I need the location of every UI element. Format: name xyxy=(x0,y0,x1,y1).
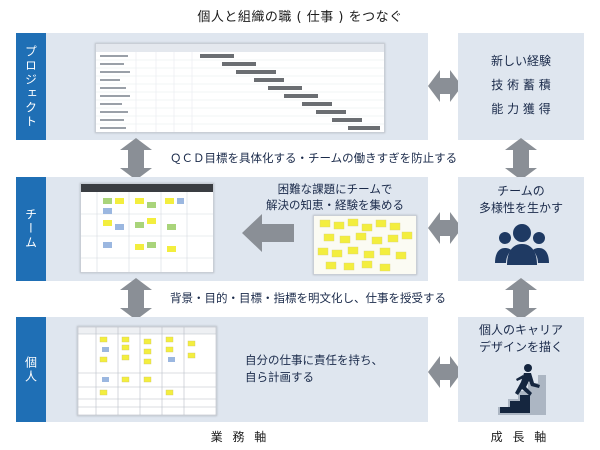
individual-center-line-2: 自ら計画する xyxy=(245,370,314,384)
sticky-notes-graphic xyxy=(317,218,413,272)
diagram-title: 個人と組織の職 ( 仕事 ) をつなぐ xyxy=(197,10,403,25)
team-center-line-2: 解決の知恵・経験を集める xyxy=(266,198,404,212)
project-label: プロジェクト xyxy=(16,33,46,140)
growth-skill-acquisition: 能 力 獲 得 xyxy=(491,102,551,116)
team-growth-double-arrow xyxy=(428,212,462,244)
sticky-notes-thumbnail xyxy=(313,215,417,275)
team-individual-connector-text: 背景・目的・目標・指標を明文化し、仕事を授受する xyxy=(170,291,446,305)
individual-label-text: 個人 xyxy=(23,355,38,384)
team-center-line-1: 困難な課題にチームで xyxy=(277,182,393,196)
project-team-vertical-arrow xyxy=(120,138,152,180)
growth-team-line-2: 多様性を生かす xyxy=(478,201,563,215)
stairs-climber-icon xyxy=(498,364,546,415)
individual-growth-double-arrow xyxy=(428,356,462,388)
project-label-text: プロジェクト xyxy=(23,44,38,129)
individual-growth-panel: 個人のキャリア デザインを描く xyxy=(458,317,584,422)
kanban-board-thumbnail xyxy=(80,183,214,273)
people-group-icon xyxy=(495,224,549,265)
business-axis-label: 業 務 軸 xyxy=(210,430,270,444)
team-label-text: チーム xyxy=(23,208,38,250)
individual-label: 個人 xyxy=(16,317,46,422)
growth-individual-line-1: 個人のキャリア xyxy=(478,323,563,337)
growth-team-line-1: チームの xyxy=(497,184,545,198)
project-growth-double-arrow xyxy=(428,70,462,102)
growth-axis-label: 成 長 軸 xyxy=(490,430,550,444)
growth-project-team-vertical-arrow xyxy=(505,138,537,180)
team-individual-vertical-arrow xyxy=(120,278,152,320)
team-center-text: 困難な課題にチームで 解決の知恵・経験を集める xyxy=(245,181,425,213)
growth-individual-line-2: デザインを描く xyxy=(478,340,563,354)
team-left-arrow xyxy=(242,214,294,252)
personal-schedule-thumbnail xyxy=(77,326,217,416)
growth-new-experience: 新しい経験 xyxy=(490,54,551,68)
growth-team-individual-vertical-arrow xyxy=(505,278,537,320)
individual-center-text: 自分の仕事に責任を持ち、 自ら計画する xyxy=(245,352,425,386)
kanban-board-graphic xyxy=(81,184,213,272)
gantt-chart-thumbnail xyxy=(95,43,385,133)
team-growth-panel: チームの 多様性を生かす xyxy=(458,177,584,281)
growth-technical-accumulation: 技 術 蓄 積 xyxy=(491,78,551,92)
project-growth-panel: 新しい経験 技 術 蓄 積 能 力 獲 得 xyxy=(458,33,584,140)
individual-center-line-1: 自分の仕事に責任を持ち、 xyxy=(245,353,383,367)
personal-schedule-graphic xyxy=(78,327,216,415)
project-team-connector-text: ＱＣＤ目標を具体化する・チームの働きすぎを防止する xyxy=(170,151,458,165)
team-label: チーム xyxy=(16,177,46,281)
gantt-chart-graphic xyxy=(96,44,384,132)
